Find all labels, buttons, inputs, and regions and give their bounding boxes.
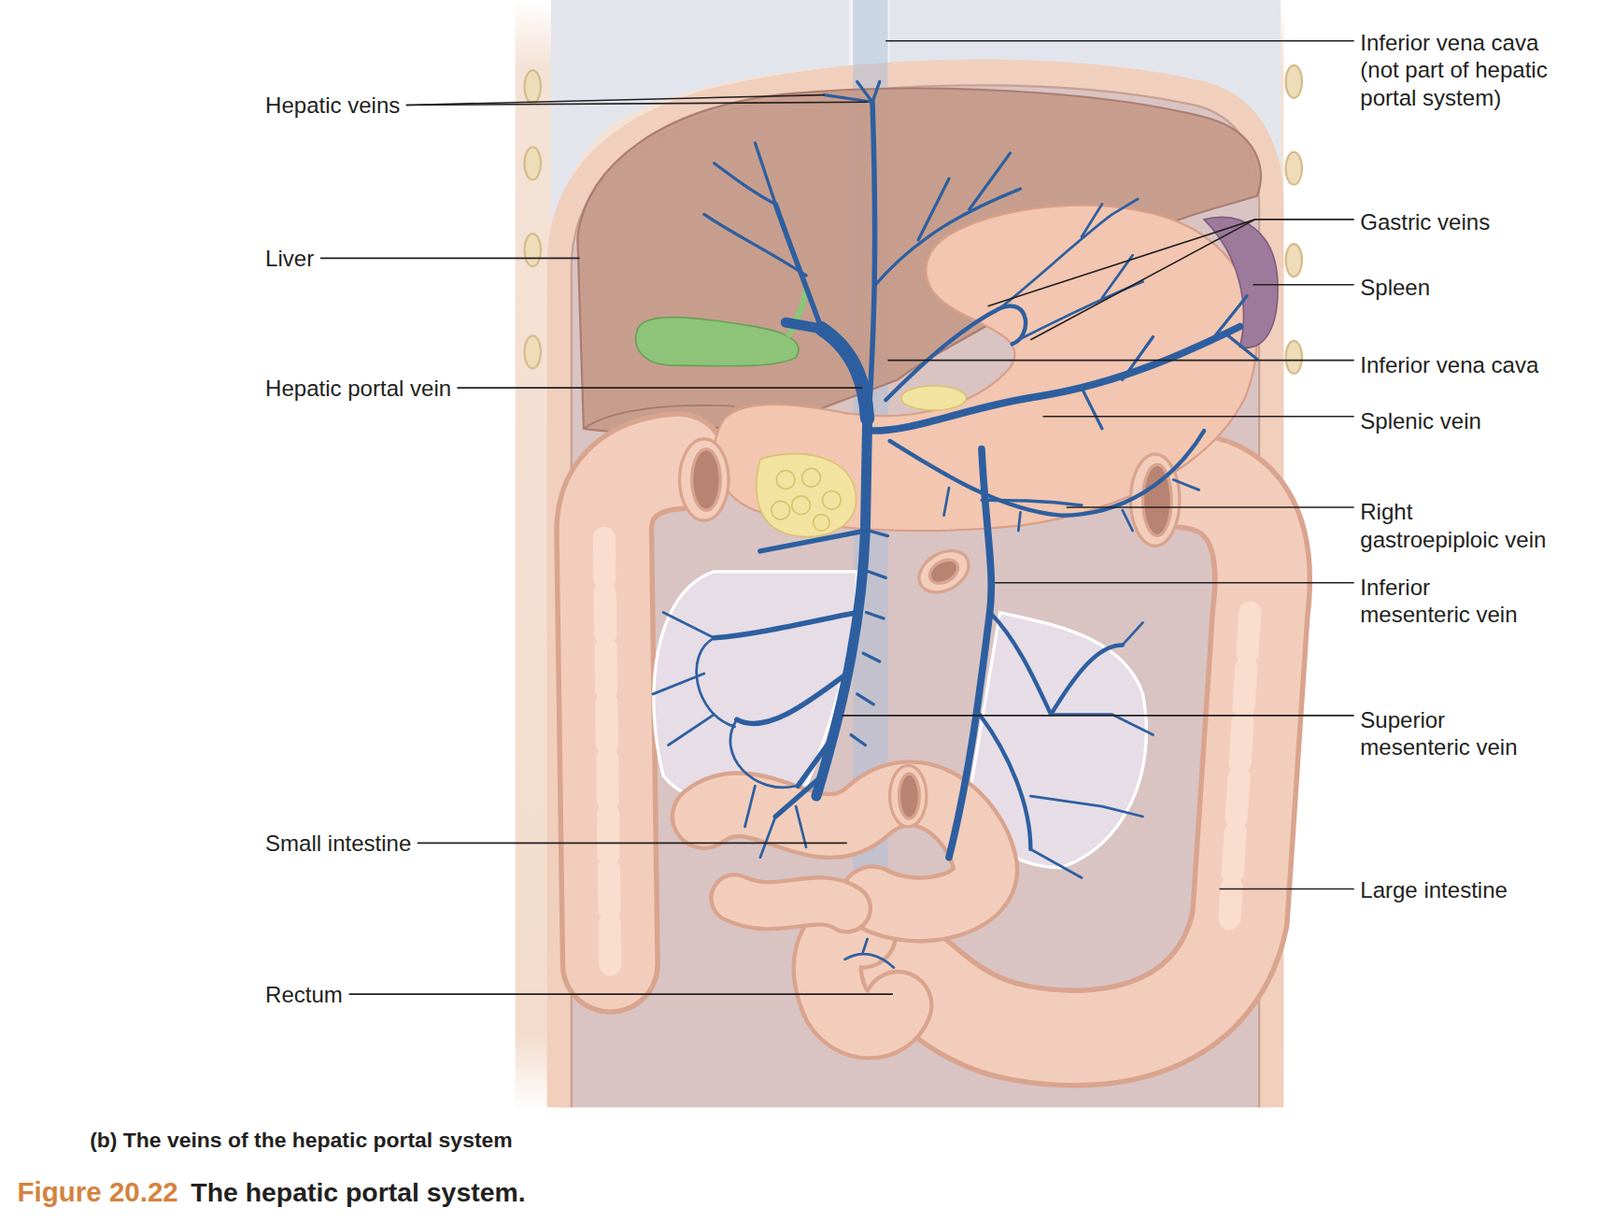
veins — [872, 326, 1240, 431]
veins — [760, 530, 866, 552]
veins — [704, 142, 807, 276]
veins — [874, 153, 1020, 286]
pancreas — [776, 470, 795, 490]
large-intestine — [827, 932, 898, 1025]
rib-sections — [524, 335, 541, 369]
veins — [775, 203, 822, 328]
veins — [821, 328, 867, 419]
abdominal-cavity — [559, 71, 1273, 1108]
large-intestine — [604, 461, 1263, 1038]
veins — [652, 81, 1258, 967]
leader-line — [456, 386, 863, 389]
veins — [785, 322, 822, 329]
structure-label: Splenic vein — [1359, 406, 1482, 434]
leader-line — [417, 842, 848, 845]
figure-number: Figure 20.22 — [17, 1174, 179, 1209]
veins — [714, 611, 858, 816]
cut-tube-openings — [925, 554, 963, 588]
leader-line — [994, 581, 1355, 584]
pancreas — [792, 495, 811, 515]
large-intestine — [862, 479, 1262, 1038]
torso-body — [515, 0, 1285, 1113]
small-intestine — [704, 792, 986, 909]
leader-line — [349, 992, 893, 995]
veins — [845, 938, 894, 968]
figure-caption: The hepatic portal system. — [190, 1175, 525, 1209]
cut-tube-openings — [911, 542, 977, 601]
pancreas — [771, 500, 791, 520]
veins — [652, 611, 807, 857]
cut-tube-openings — [679, 438, 1180, 827]
pancreas — [813, 514, 830, 531]
pancreas — [756, 453, 857, 538]
structure-label: Rectum — [265, 979, 343, 1007]
large-intestine — [827, 932, 898, 1025]
veins — [979, 611, 1123, 849]
structure-label: Inferior vena cava (not part of hepatic … — [1359, 28, 1580, 111]
structure-label: Inferior vena cava — [1359, 350, 1539, 378]
structure-label: Right gastroepiploic vein — [1359, 497, 1552, 553]
large-intestine — [862, 479, 1262, 1038]
structure-label: Inferior mesenteric vein — [1359, 572, 1529, 628]
leader-line — [1219, 888, 1355, 891]
abdominal-cavity — [559, 71, 1273, 1108]
structure-label: Superior mesenteric vein — [1359, 705, 1529, 761]
veins — [981, 499, 1082, 505]
pancreas — [802, 467, 822, 487]
structure-label: Spleen — [1359, 272, 1431, 300]
structure-label: Large intestine — [1359, 876, 1508, 904]
abdominal-cavity — [559, 71, 1273, 1108]
veins — [1030, 622, 1153, 878]
leader-line — [320, 257, 580, 260]
leader-line — [1043, 415, 1355, 418]
leader-line — [406, 101, 868, 105]
rib-sections — [524, 70, 541, 103]
leader-line — [1066, 506, 1355, 509]
rib-sections — [1286, 340, 1303, 374]
rib-sections — [524, 233, 541, 267]
torso-body — [515, 0, 1285, 1113]
small-intestine — [735, 897, 848, 908]
leader-line — [887, 359, 1354, 362]
structure-label: Hepatic portal vein — [265, 373, 452, 401]
cut-tube-openings — [692, 449, 722, 511]
rib-sections — [1286, 243, 1303, 277]
cut-tube-openings — [898, 773, 920, 819]
structure-label: Gastric veins — [1359, 207, 1490, 235]
structure-label: Hepatic veins — [265, 91, 400, 119]
veins — [948, 449, 992, 858]
pancreas — [822, 490, 842, 510]
gallbladder — [636, 287, 807, 367]
small-intestine — [704, 792, 986, 909]
large-intestine — [604, 530, 611, 964]
large-intestine — [1229, 611, 1250, 919]
veins — [1081, 296, 1258, 429]
rib-sections — [1286, 65, 1303, 99]
pancreas — [901, 385, 967, 411]
veins — [824, 81, 880, 102]
leader-line — [885, 40, 1354, 43]
cut-tube-openings — [679, 438, 729, 521]
leader-line — [988, 219, 1355, 307]
rib-sections — [1286, 152, 1303, 185]
structure-label: Small intestine — [265, 829, 411, 857]
cut-tube-openings — [890, 764, 927, 827]
veins — [890, 430, 1204, 516]
gallbladder — [636, 317, 799, 367]
veins — [885, 305, 1026, 400]
veins — [869, 101, 876, 409]
small-intestine — [704, 792, 986, 909]
structure-label: Liver — [265, 244, 314, 272]
small-intestine — [735, 897, 848, 908]
panel-subtitle: (b) The veins of the hepatic portal syst… — [89, 1126, 513, 1153]
leader-line — [1030, 219, 1255, 340]
veins — [850, 530, 888, 745]
leader-line — [841, 714, 1354, 717]
leader-line — [1253, 283, 1355, 286]
rib-sections — [524, 146, 541, 180]
